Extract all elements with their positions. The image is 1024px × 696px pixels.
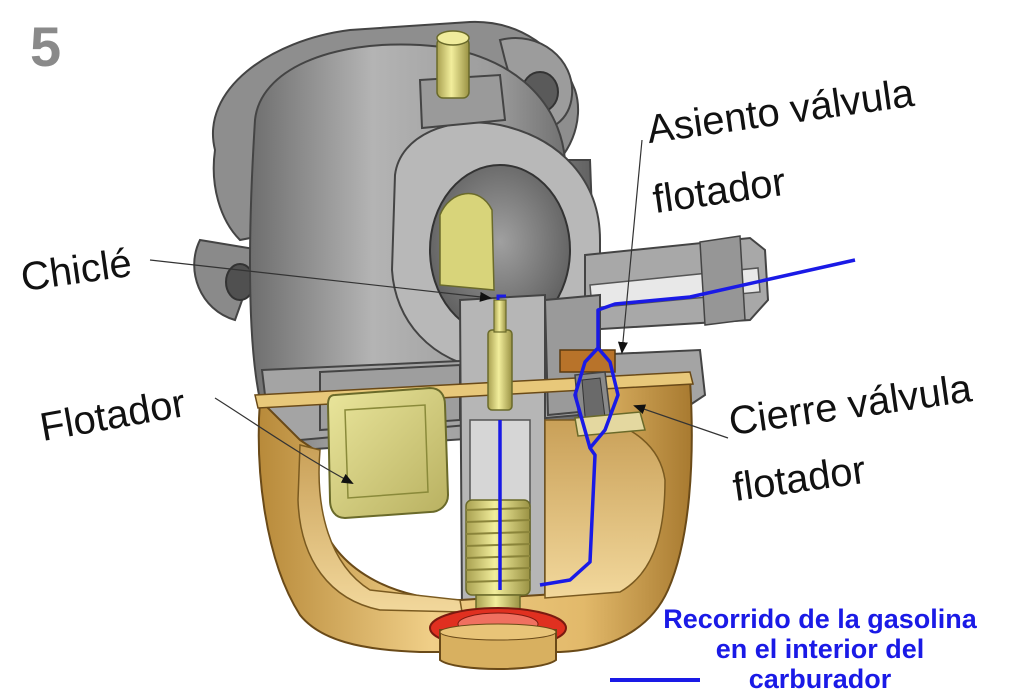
float-part: [326, 386, 450, 520]
legend-line1: Recorrido de la gasolina: [663, 604, 977, 634]
flotador-leader: [214, 397, 354, 484]
legend-line3: carburador: [748, 664, 892, 695]
legend-text: Recorrido de la gasolina en el interior …: [630, 604, 1010, 695]
drain-plug: [429, 607, 567, 670]
chicle-leader: [149, 259, 492, 302]
figure-number: 5: [30, 15, 62, 78]
asiento-leader: [617, 139, 643, 354]
fuel-path: [496, 258, 856, 590]
label-leaders: [149, 139, 729, 484]
cierre-leader: [633, 404, 729, 439]
jet-holder: [465, 499, 531, 626]
legend-line2: en el interior del: [715, 634, 925, 665]
float-needle-valve: [559, 349, 646, 437]
